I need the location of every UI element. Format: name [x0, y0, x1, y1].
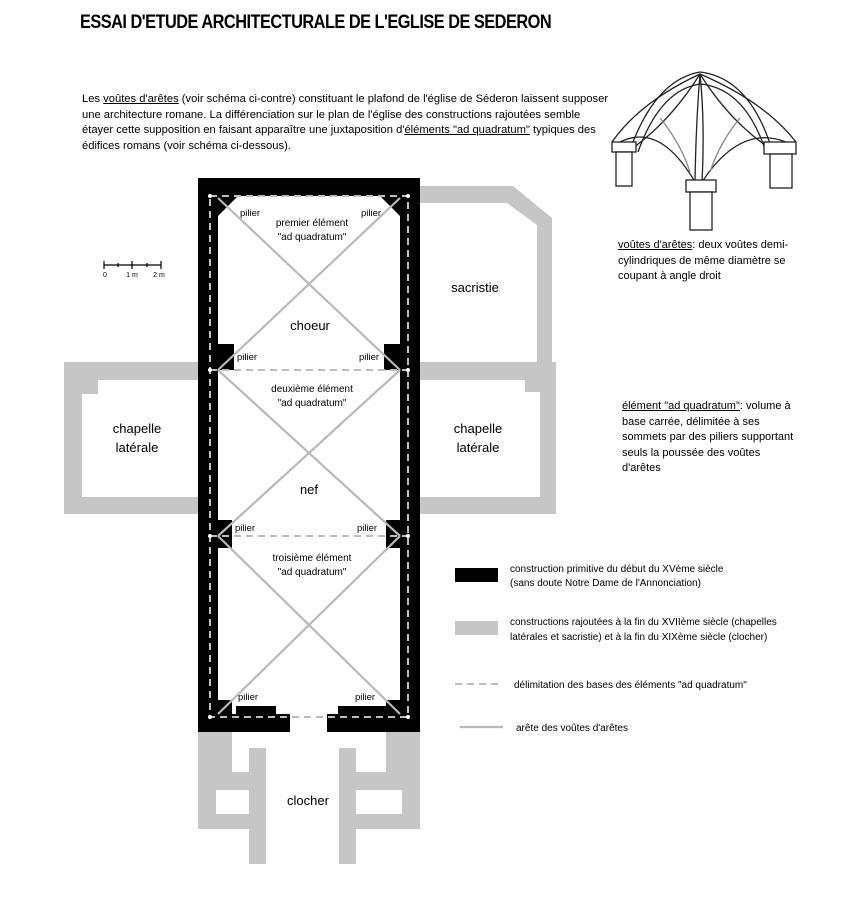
scale-label-2m: 2 m [153, 272, 165, 279]
primitive-construction [198, 178, 420, 732]
intro-term-voutes: voûtes d'arêtes [103, 93, 179, 105]
legend-text: (sans doute Notre Dame de l'Annonciation… [510, 578, 701, 589]
pilier-label: pilier [240, 208, 260, 219]
choeur-label: choeur [290, 318, 330, 333]
clocher-label: clocher [287, 793, 330, 808]
right-chapel-label: chapelle [454, 421, 502, 436]
element-definition: élément "ad quadratum": volume à base ca… [622, 400, 794, 474]
legend-text: constructions rajoutées à la fin du XVII… [510, 617, 777, 628]
clocher-walls [339, 732, 420, 864]
quadratum-delimitation [209, 195, 409, 718]
clocher-walls [198, 732, 266, 864]
sacristie-label: sacristie [451, 280, 499, 295]
legend [455, 568, 503, 729]
legend-text: construction primitive du début du XVème… [510, 564, 724, 575]
legend-swatch-added [455, 621, 498, 635]
pilier-label: pilier [361, 208, 381, 219]
intro-text: typiques des édifices romans (voir schém… [82, 124, 596, 152]
pilier-label: pilier [359, 352, 379, 363]
legend-text: arête des voûtes d'arêtes [516, 723, 628, 734]
sacristie-walls [420, 186, 552, 362]
scale-label-0: 0 [103, 272, 107, 279]
left-chapel-label: chapelle [113, 421, 161, 436]
pilier-label: pilier [355, 692, 375, 703]
intro-term-ad-quadratum: éléments "ad quadratum" [404, 124, 530, 137]
scale-bar [103, 261, 162, 269]
legend-text: latérales et sacristie) et à la fin du X… [510, 632, 767, 643]
element3-label: troisième élément [273, 553, 352, 564]
left-chapel-walls [64, 362, 198, 514]
legend-text: délimitation des bases des éléments "ad … [514, 680, 747, 691]
element1-label: premier élément [276, 218, 348, 229]
scale-label-1m: 1 m [126, 272, 138, 279]
element2-label: deuxième élément [271, 384, 353, 395]
vault-edges [217, 197, 401, 715]
right-chapel-walls [420, 362, 556, 514]
element2-label: "ad quadratum" [278, 398, 347, 409]
element3-label: "ad quadratum" [278, 567, 347, 578]
vault-definition: voûtes d'arêtes: deux voûtes demi-cylind… [618, 239, 789, 282]
groin-vault-sketch [611, 71, 797, 231]
page-title: ESSAI D'ETUDE ARCHITECTURALE DE L'EGLISE… [80, 12, 552, 33]
intro-text: Les [82, 93, 104, 105]
pilier-label: pilier [238, 692, 258, 703]
intro-text: (voir schéma ci-contre) constituant le p… [82, 93, 609, 137]
pilier-label: pilier [235, 523, 255, 534]
nef-label: nef [300, 482, 318, 497]
added-constructions [64, 186, 556, 864]
pilier-label: pilier [237, 352, 257, 363]
intro-paragraph: Les voûtes d'arêtes (voir schéma ci-cont… [82, 92, 612, 154]
right-chapel-label: latérale [457, 440, 500, 455]
pilier-label: pilier [357, 523, 377, 534]
element1-label: "ad quadratum" [278, 232, 347, 243]
legend-swatch-primitive [455, 568, 498, 582]
left-chapel-label: latérale [116, 440, 159, 455]
